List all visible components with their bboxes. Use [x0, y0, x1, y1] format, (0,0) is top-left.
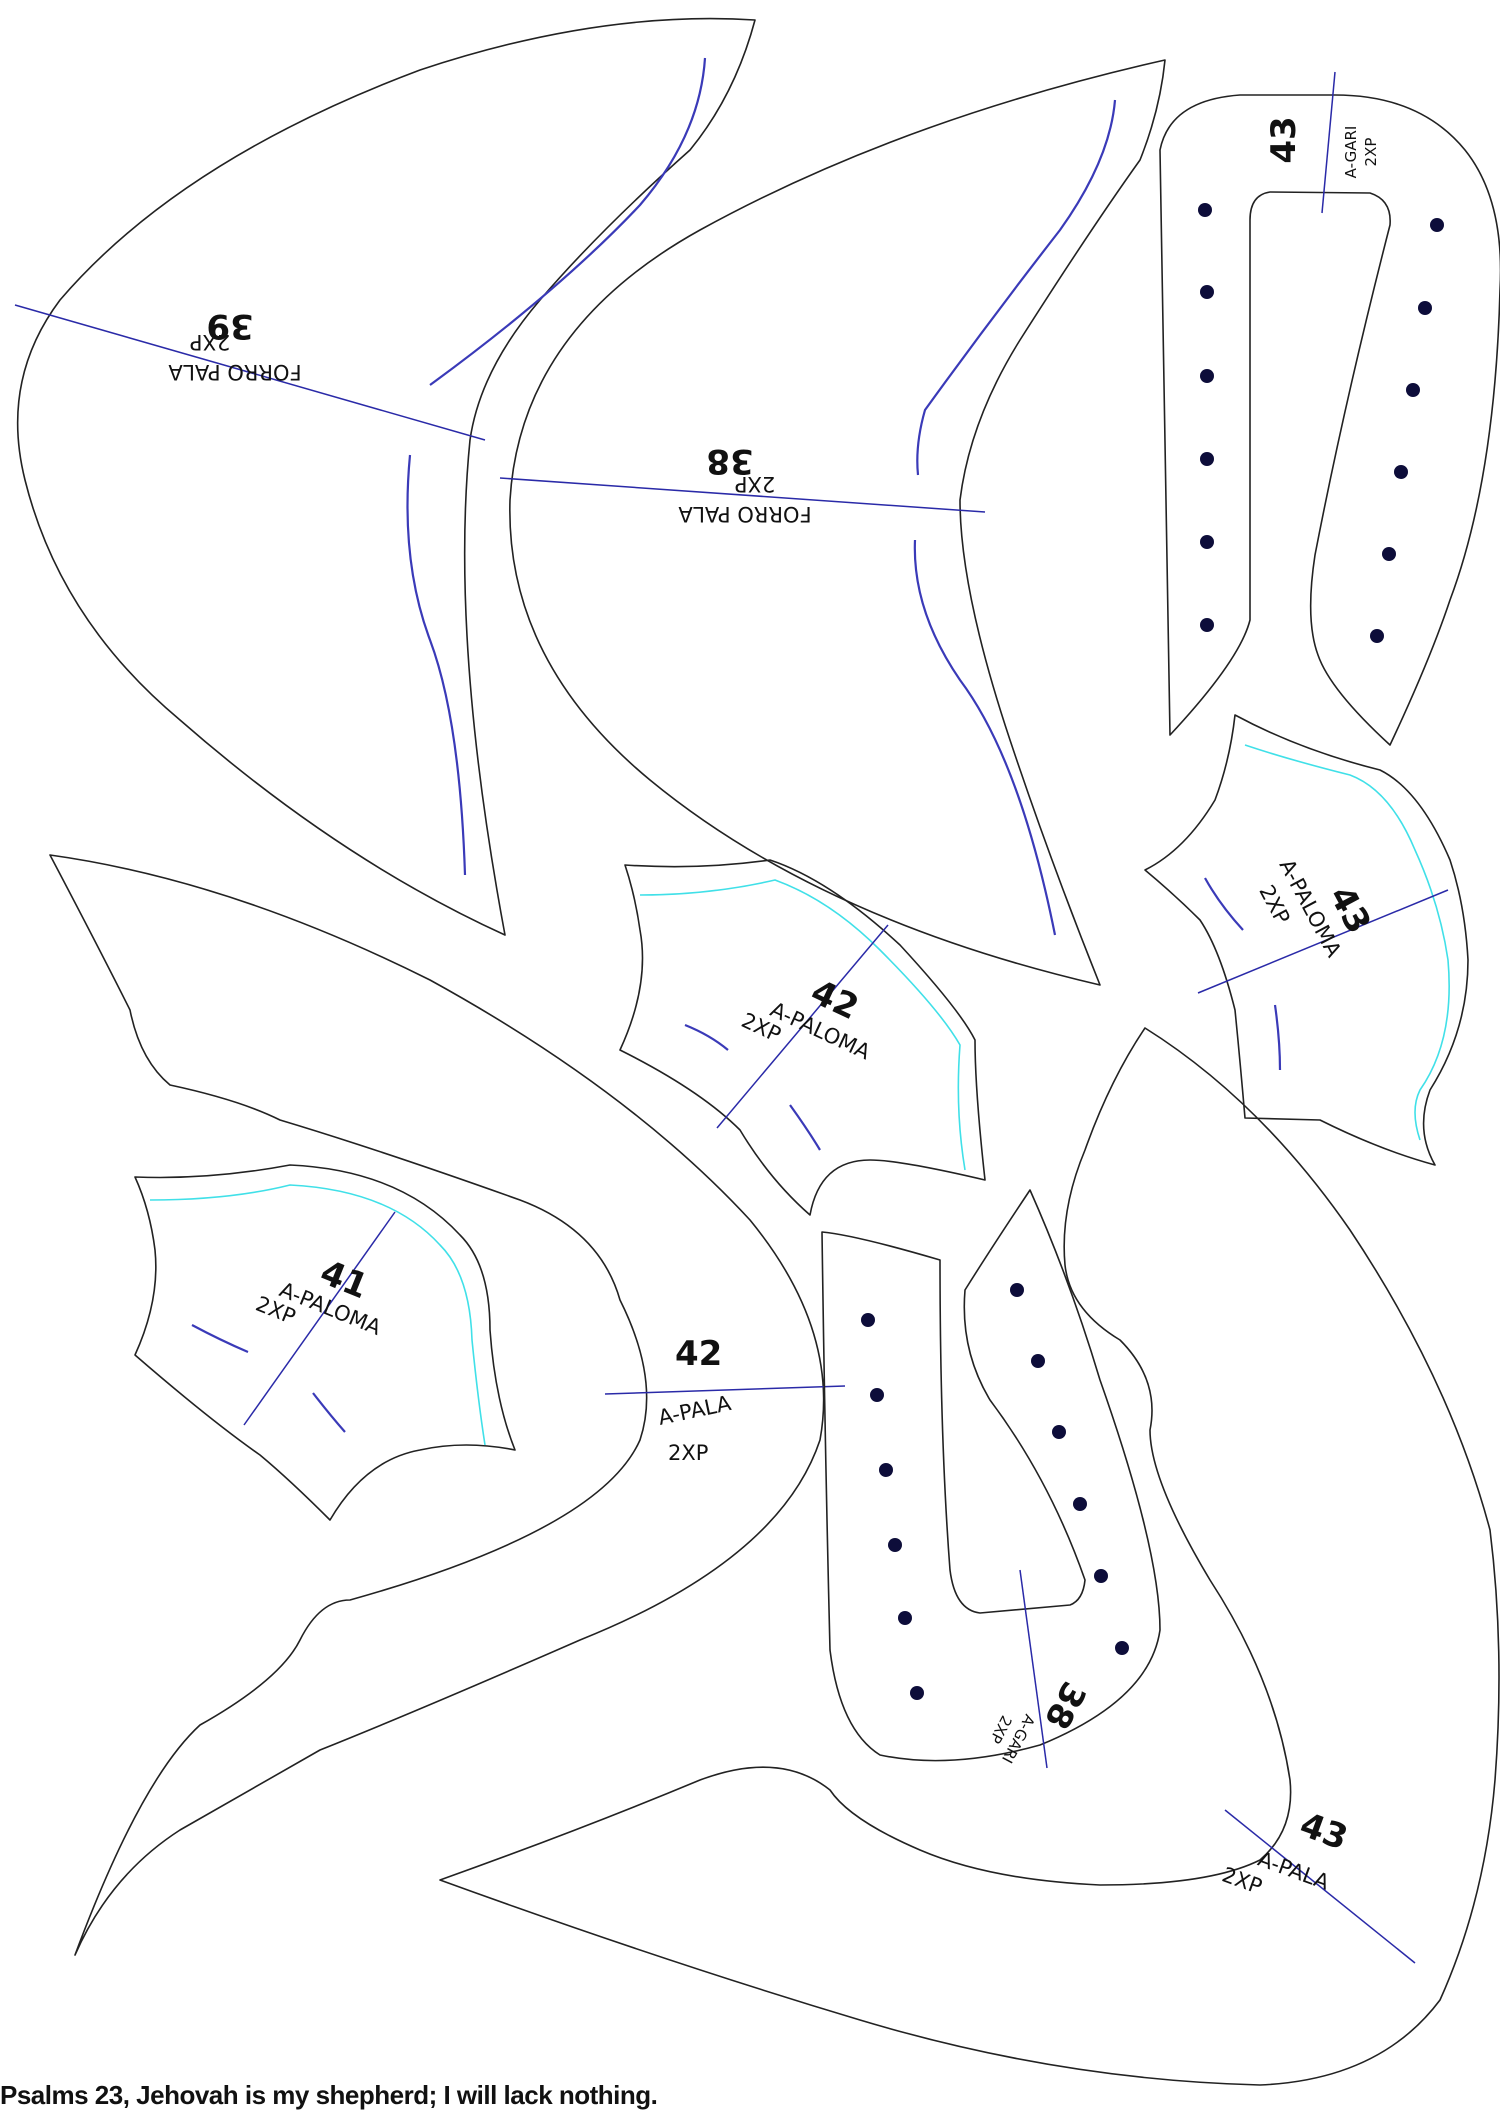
- piece-a-gari-38: 38 A-GARI 2XP: [821, 1189, 1161, 1769]
- punch-holes: [1198, 203, 1444, 643]
- piece-outline: [509, 59, 1166, 986]
- punch-hole: [888, 1538, 902, 1552]
- piece-size-label: 43: [1295, 1805, 1353, 1859]
- stitch-slot: [406, 454, 467, 876]
- punch-hole: [1200, 285, 1214, 299]
- piece-outline: [619, 859, 986, 1216]
- piece-count-label: 2XP: [190, 330, 230, 354]
- piece-size-label: 38: [706, 441, 753, 481]
- punch-hole: [1418, 301, 1432, 315]
- punch-holes: [861, 1283, 1129, 1700]
- stitch-slot: [312, 1392, 346, 1433]
- punch-hole: [1115, 1641, 1129, 1655]
- grain-line: [14, 304, 486, 441]
- piece-outline: [16, 17, 756, 936]
- punch-hole: [1198, 203, 1212, 217]
- piece-name-label: A-GARI: [1342, 126, 1360, 179]
- piece-name-label: A-PALA: [656, 1391, 734, 1430]
- grain-line: [1019, 1569, 1048, 1769]
- piece-size-label: 42: [675, 1334, 722, 1374]
- piece-forro-pala-38: 38 FORRO PALA 2XP: [499, 59, 1166, 986]
- punch-hole: [898, 1611, 912, 1625]
- piece-forro-pala-39: 39 FORRO PALA 2XP: [14, 17, 756, 936]
- punch-hole: [1010, 1283, 1024, 1297]
- piece-a-pala-42: 42 A-PALA 2XP: [49, 854, 846, 1956]
- punch-hole: [1200, 535, 1214, 549]
- punch-hole: [1073, 1497, 1087, 1511]
- punch-hole: [1200, 618, 1214, 632]
- punch-hole: [1200, 452, 1214, 466]
- grain-line: [243, 1211, 396, 1426]
- stitch-slot: [789, 1104, 821, 1151]
- piece-name-label: FORRO PALA: [678, 502, 812, 526]
- piece-size-label: 38: [1036, 1675, 1094, 1736]
- grain-line: [1321, 71, 1336, 214]
- footer-caption: Psalms 23, Jehovah is my shepherd; I wil…: [0, 2080, 658, 2110]
- piece-name-label: A-PALA: [1255, 1847, 1333, 1895]
- piece-a-paloma-41: 41 A-PALOMA 2XP: [134, 1164, 516, 1521]
- piece-name-label: FORRO PALA: [168, 360, 302, 384]
- piece-size-label: 39: [206, 306, 253, 346]
- piece-a-paloma-43: 43 A-PALOMA 2XP: [1144, 714, 1469, 1166]
- piece-count-label: 2XP: [1362, 138, 1380, 167]
- piece-outline: [1159, 94, 1500, 746]
- piece-outline: [439, 1027, 1500, 2086]
- piece-outline: [821, 1189, 1161, 1762]
- piece-count-label: 2XP: [735, 472, 775, 496]
- punch-hole: [861, 1313, 875, 1327]
- piece-outline: [134, 1164, 516, 1521]
- stitch-slot: [1204, 877, 1244, 931]
- grain-line: [716, 924, 889, 1129]
- piece-size-label: 43: [1264, 116, 1304, 163]
- guide-line: [149, 1184, 486, 1446]
- punch-hole: [870, 1388, 884, 1402]
- piece-outline: [49, 854, 825, 1956]
- guide-line: [1244, 744, 1450, 1141]
- stitch-slot: [913, 539, 1057, 936]
- grain-line: [1224, 1809, 1416, 1964]
- piece-outline: [1144, 714, 1469, 1166]
- piece-a-gari-43: 43 A-GARI 2XP: [1159, 71, 1500, 746]
- grain-line: [1197, 889, 1449, 994]
- piece-count-label: 2XP: [668, 1441, 708, 1465]
- punch-hole: [1406, 383, 1420, 397]
- punch-hole: [1031, 1354, 1045, 1368]
- punch-hole: [1394, 465, 1408, 479]
- punch-hole: [1370, 629, 1384, 643]
- stitch-slot: [191, 1324, 249, 1354]
- stitch-slot: [1273, 1004, 1282, 1071]
- punch-hole: [1052, 1425, 1066, 1439]
- grain-line: [604, 1385, 846, 1395]
- punch-hole: [1094, 1569, 1108, 1583]
- punch-hole: [1382, 547, 1396, 561]
- punch-hole: [910, 1686, 924, 1700]
- guide-line: [639, 879, 966, 1171]
- piece-a-paloma-42: 42 A-PALOMA 2XP: [619, 859, 986, 1216]
- punch-hole: [1430, 218, 1444, 232]
- stitch-slot: [684, 1023, 729, 1051]
- stitch-slot: [916, 99, 1117, 476]
- stitch-slot: [429, 57, 707, 386]
- piece-a-pala-43: 43 A-PALA 2XP: [439, 1027, 1500, 2086]
- punch-hole: [1200, 369, 1214, 383]
- grain-line: [499, 477, 986, 513]
- punch-hole: [879, 1463, 893, 1477]
